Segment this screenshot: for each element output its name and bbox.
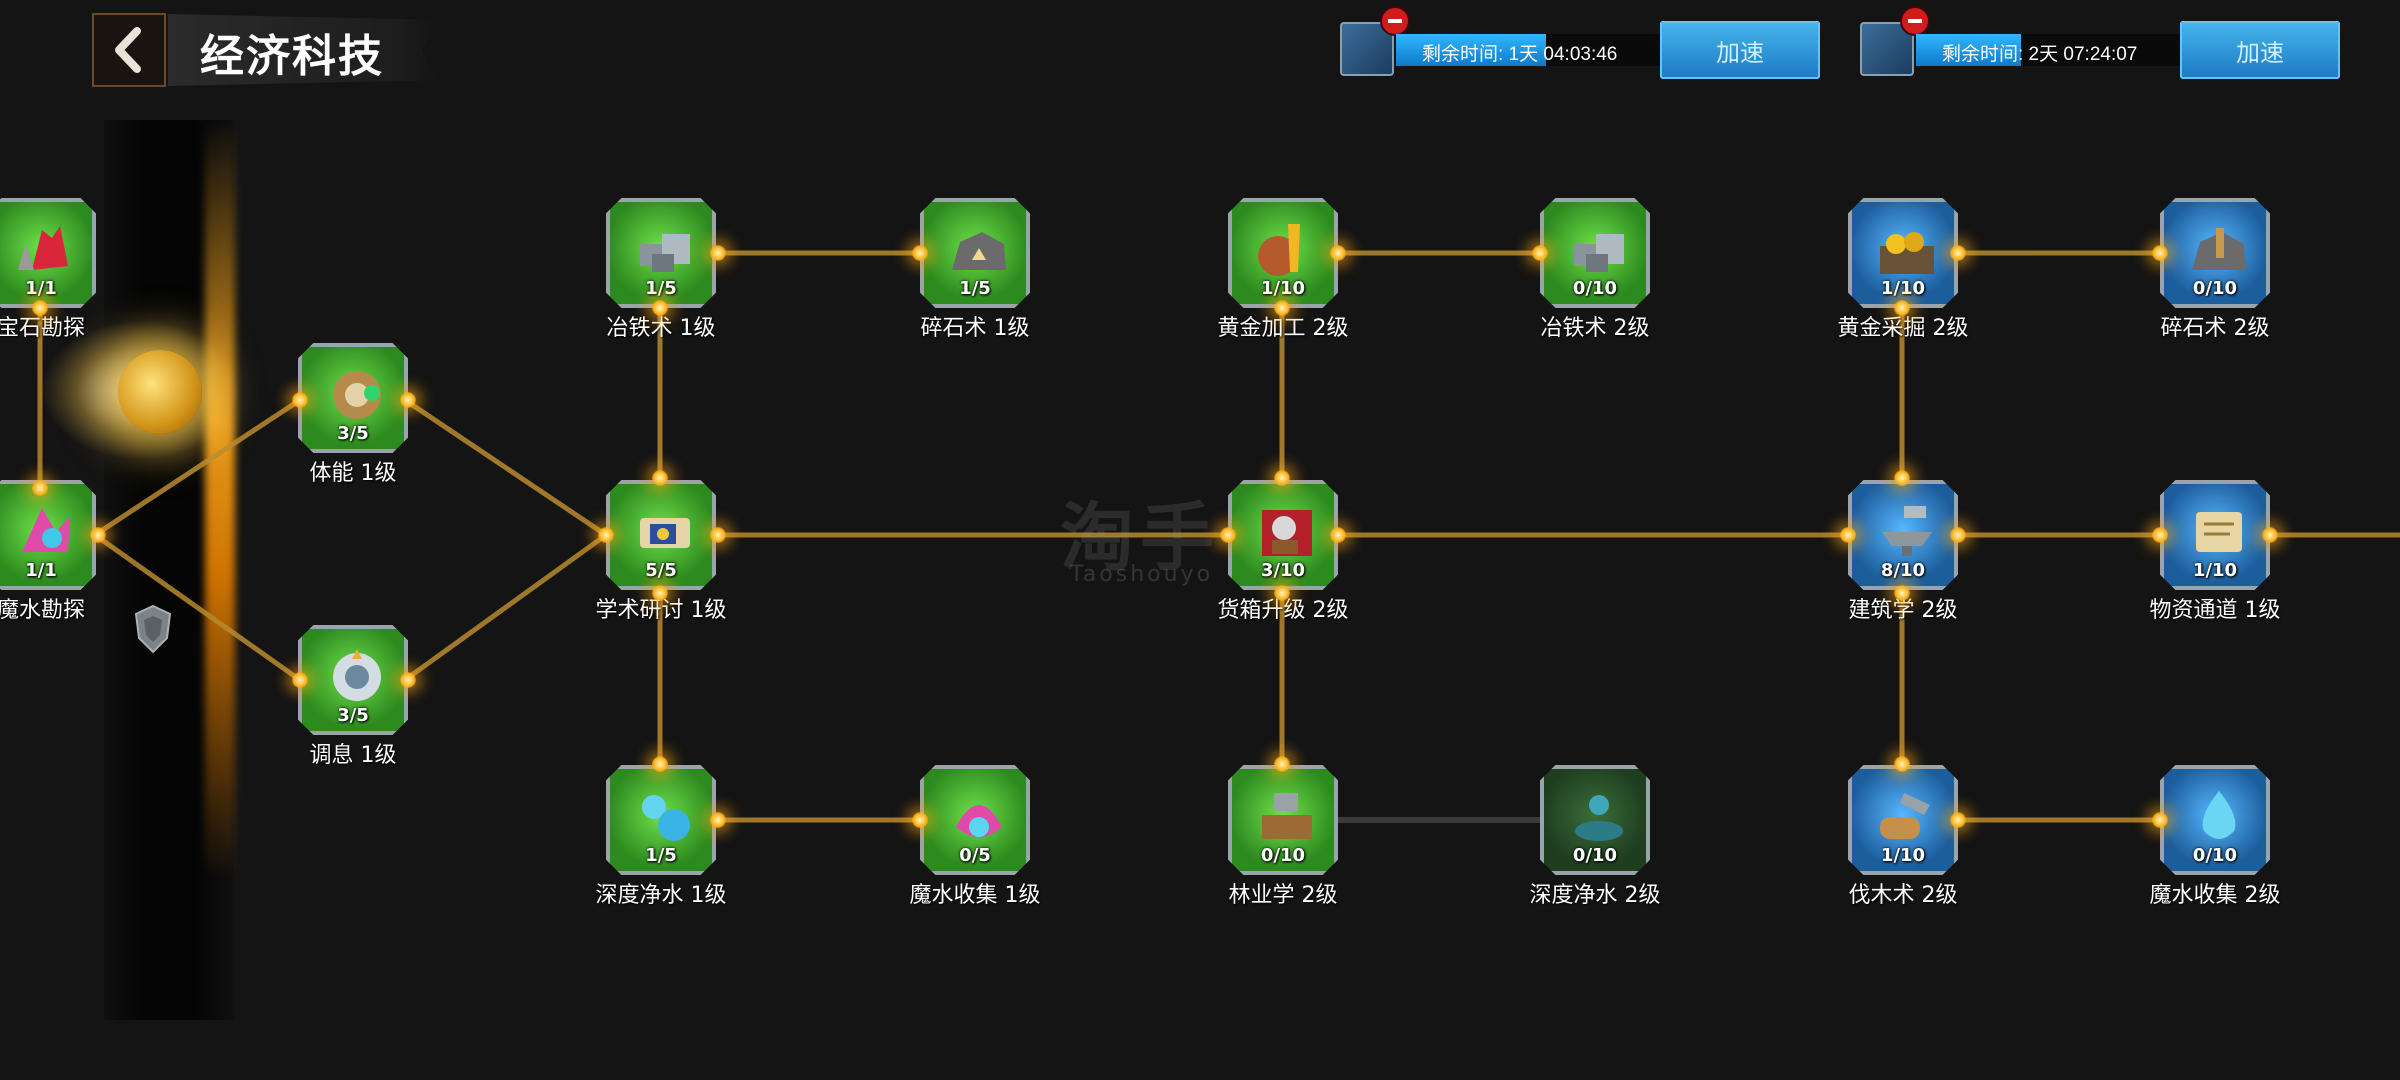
title-plate: [168, 14, 438, 86]
tech-name: 冶铁术 1级: [606, 316, 716, 341]
watermark: 淘手: [1060, 495, 1220, 581]
tech-node-lumber-2[interactable]: 1/10 伐木术 2级: [1848, 765, 1958, 908]
tech-name: 深度净水 1级: [595, 883, 727, 908]
tech-name: 魔水勘探: [0, 598, 85, 623]
tech-name: 碎石术 1级: [920, 316, 1030, 341]
tech-node-regulate[interactable]: 3/5 调息 1级: [298, 625, 408, 768]
rock-crusher-icon: [2160, 198, 2270, 308]
warrior-crate-icon: [1228, 480, 1338, 590]
tech-node-gem[interactable]: 1/1 宝石勘探: [0, 198, 96, 341]
progress-fill: [1916, 34, 2021, 66]
gold-mine-icon: [1848, 198, 1958, 308]
beam-glow: [205, 120, 235, 880]
tech-node-rock-2[interactable]: 0/10 碎石术 2级: [2160, 198, 2270, 341]
chevron-left-icon: [115, 27, 141, 73]
magic-flower-icon: [920, 765, 1030, 875]
shield-lock-icon: [134, 604, 172, 654]
magic-crystal-icon: [0, 480, 96, 590]
tech-node-deep-water-1[interactable]: 1/5 深度净水 1级: [596, 765, 727, 908]
page-title: 经济科技: [200, 31, 384, 82]
water-fountain-icon: [1540, 765, 1650, 875]
cancel-research-button[interactable]: [1380, 6, 1410, 36]
rock-crusher-icon: [920, 198, 1030, 308]
tech-name: 魔水收集 2级: [2149, 883, 2281, 908]
research-queue-1: 剩余时间: 1天 04:03:46 加速: [1340, 6, 1820, 79]
watermark-sub: Taoshouyo: [1070, 562, 1214, 587]
progress-track: 剩余时间: 1天 04:03:46: [1396, 34, 1696, 66]
wood-axe-icon: [1228, 765, 1338, 875]
tech-node-crate-2[interactable]: 3/10 货箱升级 2级: [1218, 480, 1349, 623]
speed-up-button[interactable]: 加速: [2180, 21, 2340, 79]
tech-node-iron-1[interactable]: 1/5 冶铁术 1级: [606, 198, 716, 341]
speed-up-button[interactable]: 加速: [1660, 21, 1820, 79]
tech-name: 伐木术 2级: [1848, 883, 1958, 908]
iron-ingot-icon: [606, 198, 716, 308]
tech-node-gold-mining-2[interactable]: 1/10 黄金采掘 2级: [1838, 198, 1969, 341]
tech-node-magic-collect-1[interactable]: 0/5 魔水收集 1级: [910, 765, 1041, 908]
tech-node-magic-collect-2[interactable]: 0/10 魔水收集 2级: [2150, 765, 2281, 908]
tech-node-architecture-2[interactable]: 8/10 建筑学 2级: [1848, 480, 1958, 623]
tech-name: 碎石术 2级: [2160, 316, 2270, 341]
tech-name: 魔水收集 1级: [909, 883, 1041, 908]
research-queue-2: 剩余时间: 2天 07:24:07 加速: [1860, 6, 2340, 79]
iron-ingot-icon: [1540, 198, 1650, 308]
tech-node-forestry-2[interactable]: 0/10 林业学 2级: [1228, 765, 1338, 908]
tech-name: 黄金加工 2级: [1217, 316, 1349, 341]
tech-name: 黄金采掘 2级: [1837, 316, 1969, 341]
tech-node-study[interactable]: 5/5 学术研讨 1级: [596, 480, 727, 623]
tech-node-deep-water-2[interactable]: 0/10 深度净水 2级: [1530, 765, 1661, 908]
tech-node-iron-2[interactable]: 0/10 冶铁术 2级: [1540, 198, 1650, 341]
back-button[interactable]: [92, 13, 166, 87]
remaining-time: 剩余时间: 2天 07:24:07: [1942, 44, 2138, 65]
gold-molten-icon: [1228, 198, 1338, 308]
tech-name: 学术研讨 1级: [595, 598, 727, 623]
tech-name: 建筑学 2级: [1848, 598, 1958, 623]
tech-name: 体能 1级: [309, 461, 397, 486]
tech-node-rock-1[interactable]: 1/5 碎石术 1级: [920, 198, 1030, 341]
cancel-research-button[interactable]: [1900, 6, 1930, 36]
progress-fill: [1396, 34, 1546, 66]
tech-name: 货箱升级 2级: [1217, 598, 1349, 623]
tech-name: 深度净水 2级: [1529, 883, 1661, 908]
gold-coin-icon: [118, 350, 202, 434]
tech-node-stamina[interactable]: 3/5 体能 1级: [298, 343, 408, 486]
tech-name: 物资通道 1级: [2149, 598, 2281, 623]
tech-name: 冶铁术 2级: [1540, 316, 1650, 341]
tech-node-supply-channel-1[interactable]: 1/10 物资通道 1级: [2150, 480, 2281, 623]
magic-drop-icon: [2160, 765, 2270, 875]
red-crystal-icon: [0, 198, 96, 308]
tech-name: 调息 1级: [309, 743, 397, 768]
progress-track: 剩余时间: 2天 07:24:07: [1916, 34, 2216, 66]
tech-node-magic-water-survey[interactable]: 1/1 魔水勘探: [0, 480, 96, 623]
tech-name: 宝石勘探: [0, 316, 85, 341]
tech-node-gold-processing-2[interactable]: 1/10 黄金加工 2级: [1218, 198, 1349, 341]
tech-name: 林业学 2级: [1228, 883, 1338, 908]
remaining-time: 剩余时间: 1天 04:03:46: [1422, 44, 1618, 65]
